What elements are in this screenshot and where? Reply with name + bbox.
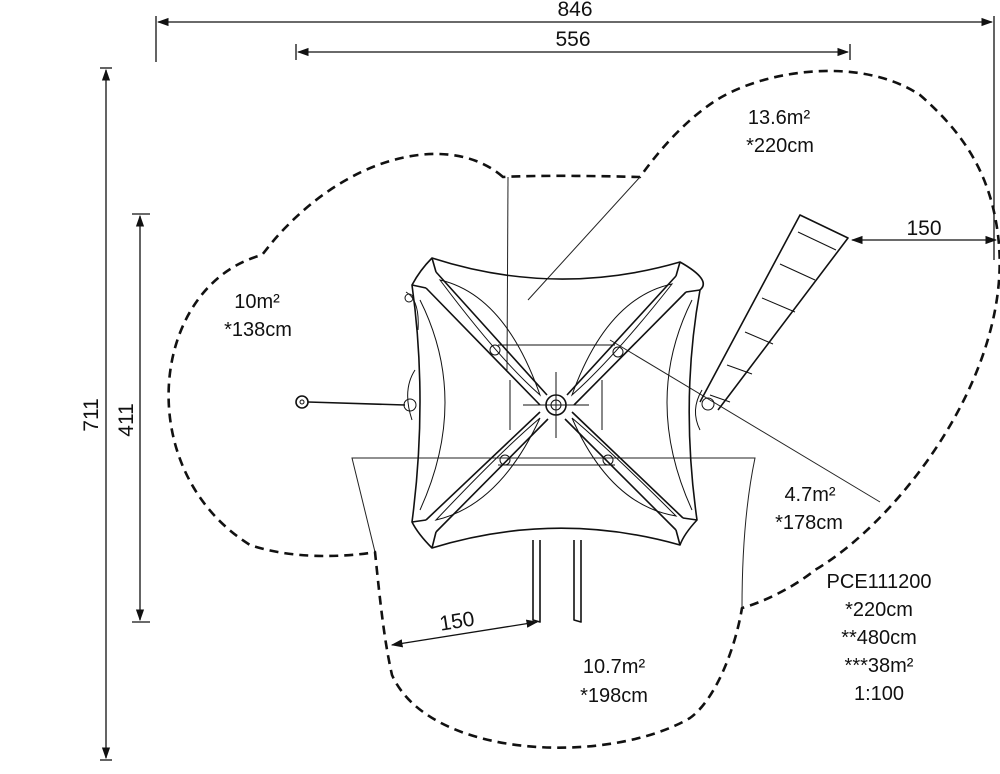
zone-label-right-area: 4.7m² <box>784 484 835 506</box>
dim-text-clearance-bottom: 150 <box>438 607 476 635</box>
product-total-height: **480cm <box>841 627 917 649</box>
safety-zone-outline <box>167 69 1000 749</box>
zone-label-left-height: *138cm <box>224 319 292 341</box>
product-code: PCE111200 <box>827 571 932 593</box>
zone-boundary-diagonal-lower <box>609 339 881 503</box>
dim-text-overall-height: 711 <box>80 398 103 431</box>
zone-label-left-area: 10m² <box>234 291 280 313</box>
dim-text-clearance-right: 150 <box>906 217 941 240</box>
dim-text-inner-height: 411 <box>115 403 138 436</box>
zone-boundary-vertical <box>506 176 509 371</box>
zone-label-bottom-area: 10.7m² <box>583 656 646 678</box>
dim-text-overall-width: 846 <box>557 0 592 21</box>
play-structure-icon <box>295 214 849 623</box>
zone-boundary-lower <box>351 457 756 609</box>
zone-label-top-right-area: 13.6m² <box>748 107 811 129</box>
dim-line-clearance-bottom <box>390 619 539 648</box>
zone-label-top-right-height: *220cm <box>746 135 814 157</box>
product-scale: 1:100 <box>854 683 904 705</box>
product-safety-area: ***38m² <box>845 655 914 677</box>
zone-label-right-height: *178cm <box>775 512 843 534</box>
zone-label-bottom-height: *198cm <box>580 685 648 707</box>
zone-boundary-diagonal-upper <box>527 176 641 301</box>
dim-text-inner-width: 556 <box>555 28 590 51</box>
product-free-height: *220cm <box>845 599 913 621</box>
